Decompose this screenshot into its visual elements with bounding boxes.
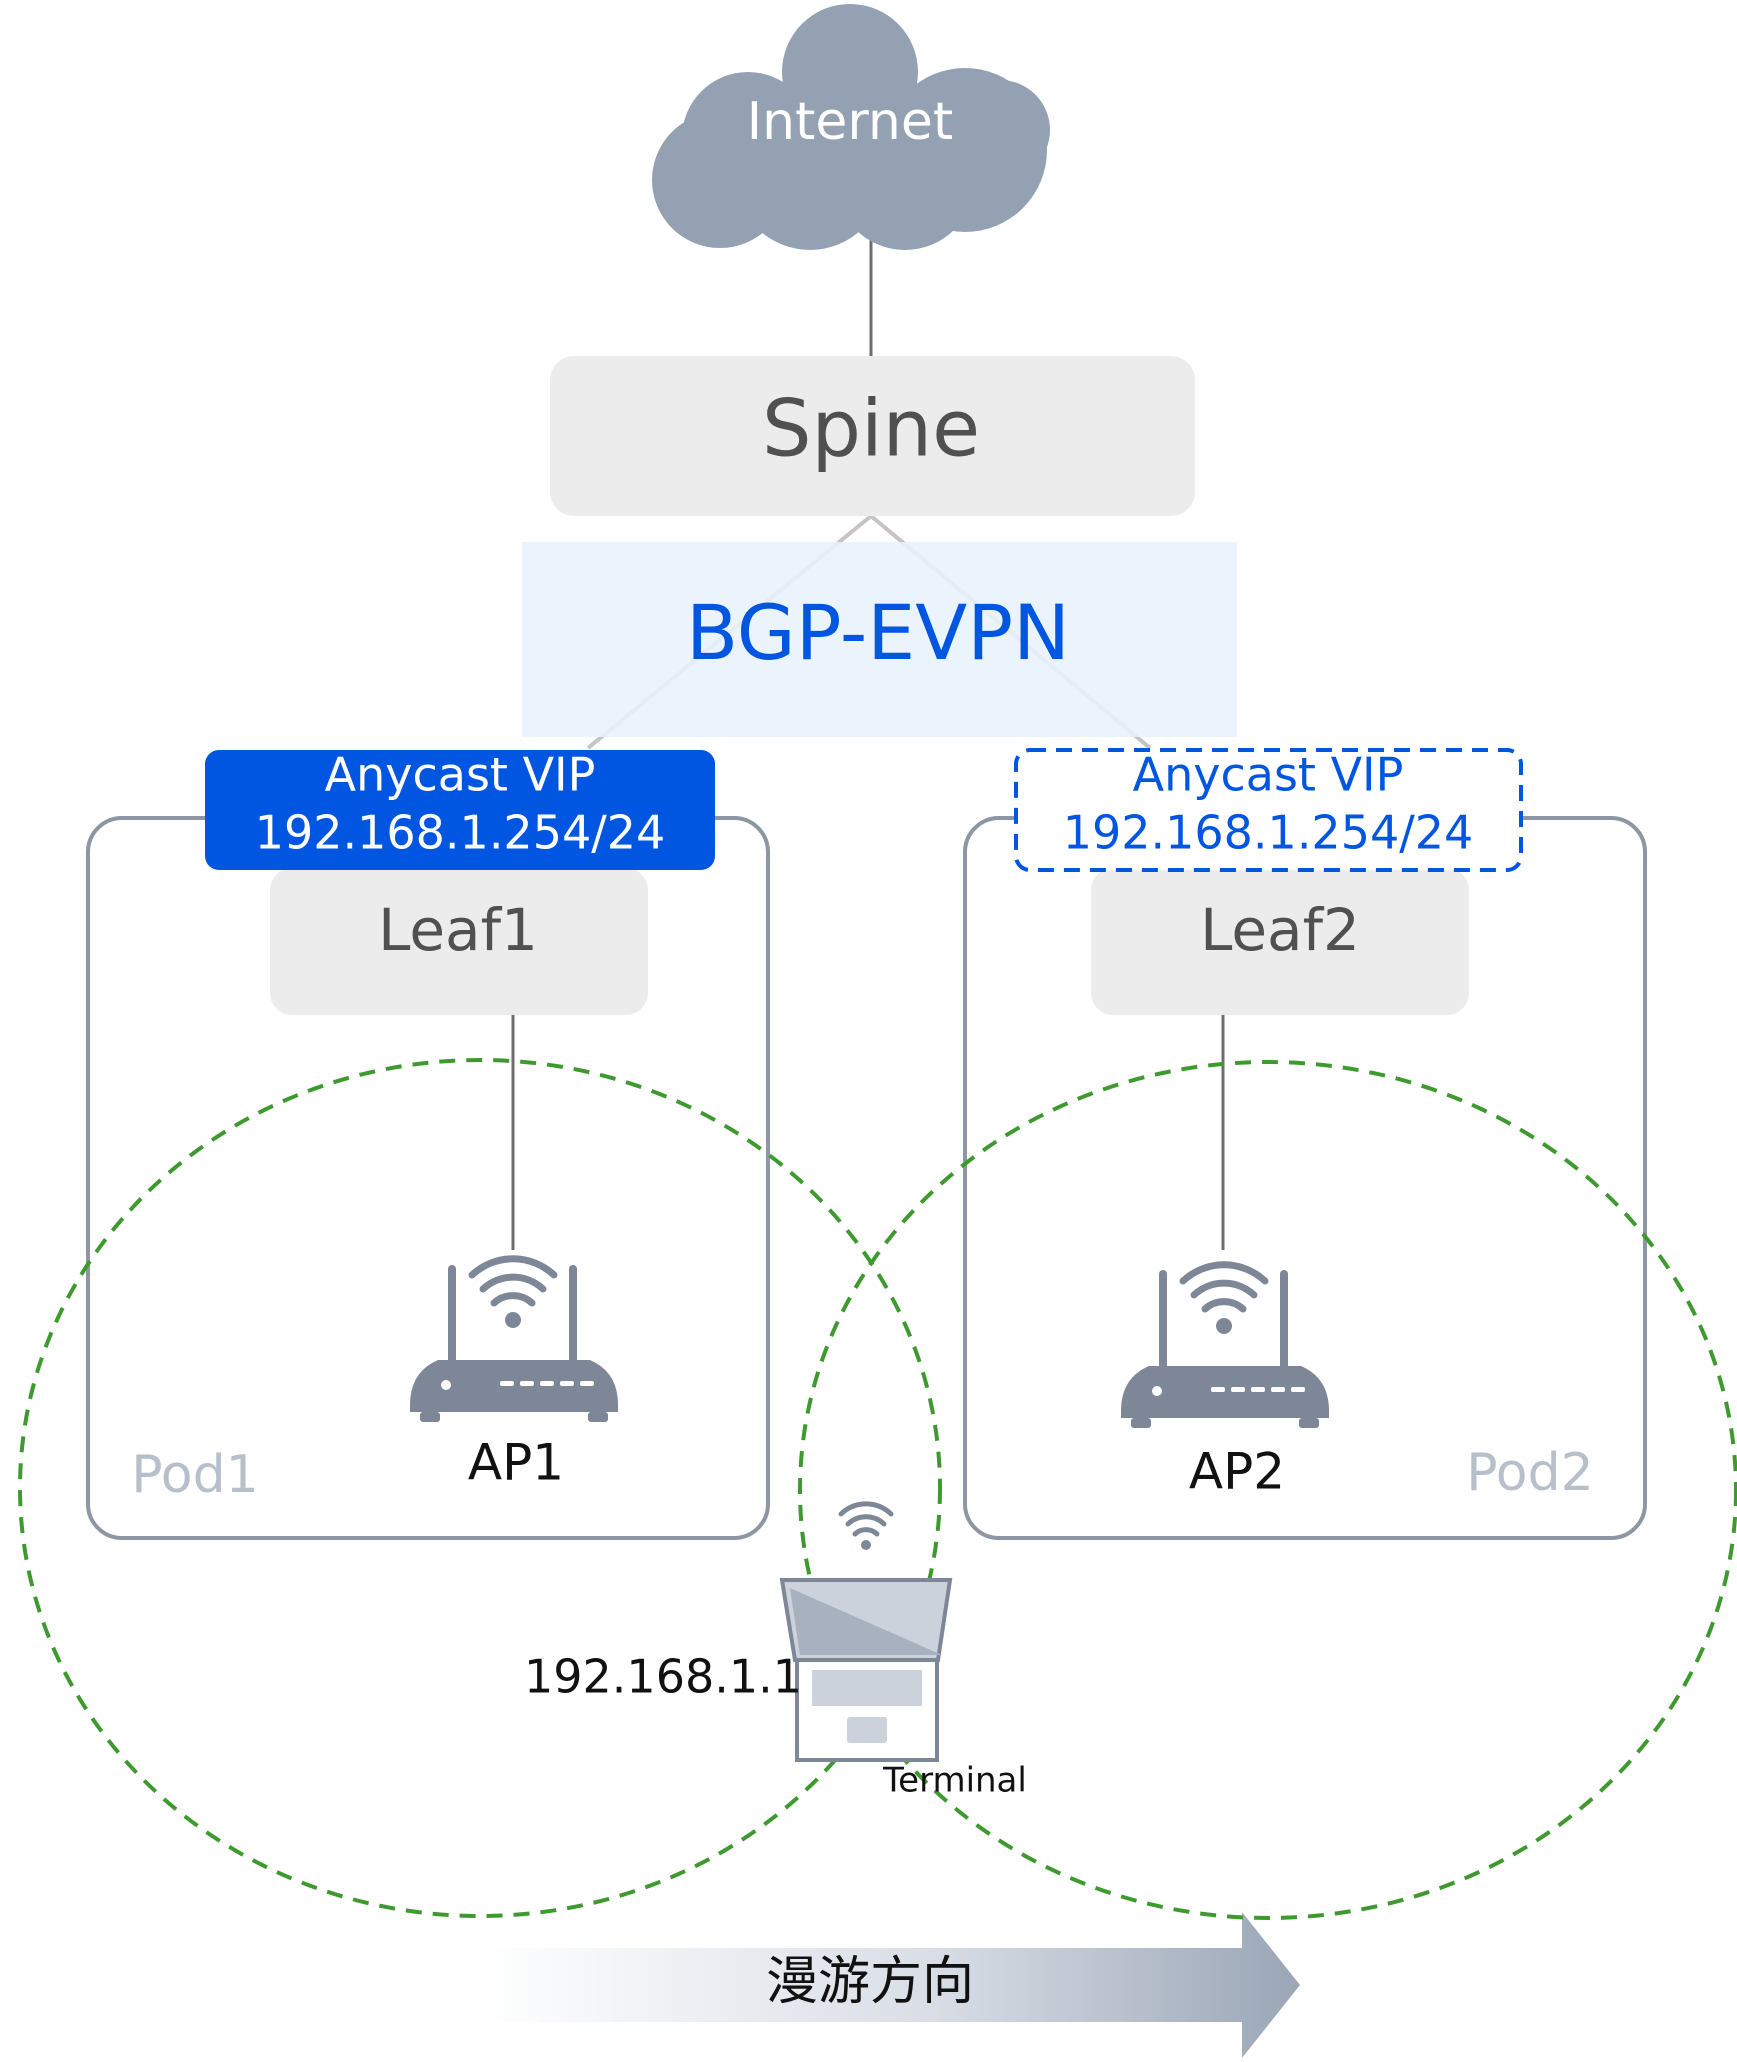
bgp-evpn-label: BGP-EVPN (686, 588, 1070, 677)
leaf1-label: Leaf1 (378, 896, 538, 964)
vip2-address: 192.168.1.254/24 (1063, 806, 1474, 860)
roaming-label: 漫游方向 (766, 1952, 974, 2012)
pod1-label: Pod1 (131, 1445, 258, 1505)
spine-node (550, 356, 1195, 516)
vip1-title: Anycast VIP (325, 748, 596, 802)
ap1-router-icon (410, 1255, 618, 1422)
ap1-coverage (18, 1058, 942, 1918)
ap1-label: AP1 (468, 1434, 564, 1492)
internet-label: Internet (747, 92, 953, 152)
leaf2-label: Leaf2 (1200, 896, 1360, 964)
leaf1-node (270, 868, 648, 1015)
vip2-title: Anycast VIP (1133, 748, 1404, 802)
bgp-evpn-band (522, 542, 1237, 737)
ap2-label: AP2 (1189, 1443, 1285, 1501)
terminal-wifi-icon (838, 1501, 894, 1550)
leaf2-node (1091, 868, 1469, 1015)
ap2-router-icon (1121, 1261, 1329, 1428)
internet-cloud (652, 4, 1050, 250)
roaming-arrow: 漫游方向 (480, 1912, 1300, 2058)
spine-label: Spine (762, 384, 980, 474)
vip1-address: 192.168.1.254/24 (255, 806, 666, 860)
terminal-label: Terminal (882, 1761, 1027, 1801)
ap2-coverage (798, 1060, 1737, 1920)
terminal-laptop-icon (779, 1578, 953, 1762)
vip-badge-active: Anycast VIP 192.168.1.254/24 (205, 748, 715, 870)
vip-badge-standby: Anycast VIP 192.168.1.254/24 (1014, 748, 1523, 872)
terminal-ip: 192.168.1.1 (524, 1650, 802, 1704)
pod2-label: Pod2 (1466, 1443, 1593, 1503)
